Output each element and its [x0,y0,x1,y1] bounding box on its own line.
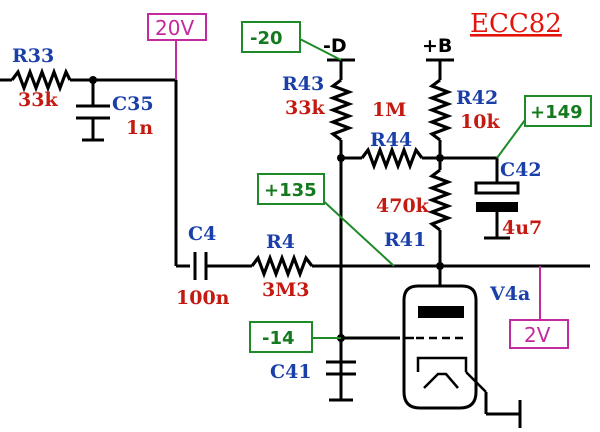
c35-value: 1n [126,117,153,139]
tp-neg20-leader [297,37,342,61]
valve-cathode-lead [465,371,487,393]
valve-cathode [416,356,468,372]
title: ECC82 [470,9,562,39]
valve-anode [418,306,464,318]
r4-ref: R4 [266,231,295,253]
r41-resistor [427,168,453,232]
c41-ref: C41 [270,361,312,383]
tp-2v-box [509,319,569,349]
tp-neg20-text: -20 [250,28,283,49]
r33-ref: R33 [12,45,54,67]
c35-ref: C35 [112,93,154,115]
neg-rail-label: -D [323,35,347,57]
r43-resistor [328,78,354,142]
r44-ref: R44 [370,129,412,151]
junction-dot [436,262,444,270]
tp-neg20-box [241,21,301,53]
v4a-triode-valve [402,284,487,410]
c4-ref: C4 [188,223,216,245]
r41-value: 470k [376,195,430,217]
r33-resistor [10,67,72,93]
r4-resistor [250,253,314,279]
tp-149-text: +149 [530,102,583,123]
tp-20v-text: 20V [155,16,194,40]
c4-value: 100n [176,287,230,309]
r4-value: 3M3 [262,279,309,301]
valve-envelope [402,284,478,410]
r42-resistor [427,78,453,142]
valve-heater [423,372,459,389]
tp-135-box [257,173,325,205]
tp-135-leader [317,195,395,267]
r33-value: 33k [18,89,58,111]
r41-ref: R41 [384,229,426,251]
tp-neg14-text: -14 [262,328,295,349]
pos-rail-label: +B [422,35,452,57]
r43-ref: R43 [282,73,324,95]
c42-ref: C42 [500,159,542,181]
r42-value: 10k [460,111,500,133]
c42-value: 4u7 [502,217,542,239]
c42-plate-positive [474,181,520,195]
r44-value: 1M [372,99,406,121]
r44-resistor [360,145,424,171]
tp-20v-box [147,13,207,41]
tp-149-leader [496,119,526,159]
r43-value: 33k [285,97,325,119]
c42-plate-negative [476,202,518,212]
tp-neg14-box [249,321,313,353]
tp-135-text: +135 [264,180,317,201]
v4a-ref: V4a [489,283,530,305]
tp-149-box [524,95,592,127]
tp-2v-text: 2V [524,323,551,347]
r42-ref: R42 [456,87,498,109]
